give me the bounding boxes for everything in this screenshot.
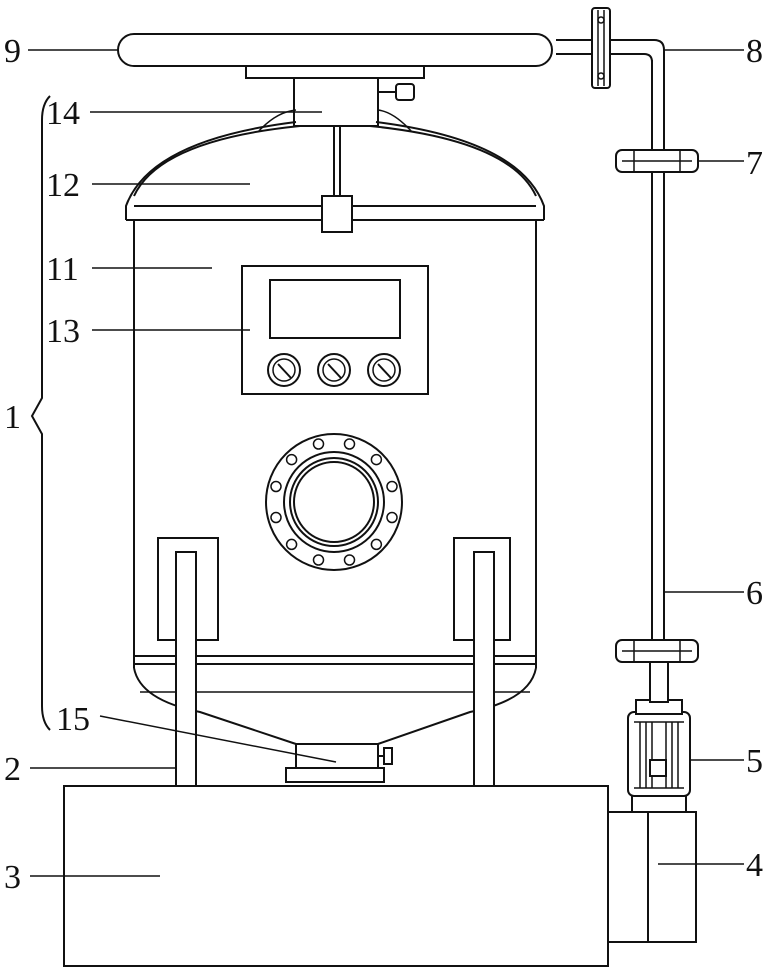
label-8: 8 [746,33,763,70]
label-9: 9 [4,33,21,70]
label-5: 5 [746,743,763,780]
top-support [246,66,424,126]
label-12: 12 [46,167,80,204]
label-2: 2 [4,751,21,788]
tank-top-dome [126,110,544,232]
manhole [266,434,402,570]
label-7: 7 [746,145,763,182]
gauge-1 [268,354,300,386]
label-6: 6 [746,575,763,612]
label-1: 1 [4,399,21,436]
gauge-2 [318,354,350,386]
lower-flange [616,640,698,662]
label-13: 13 [46,313,80,350]
gauge-3 [368,354,400,386]
label-14: 14 [46,95,80,132]
label-4: 4 [746,847,763,884]
top-elbow-pipe [556,8,664,88]
motor [628,662,690,812]
left-leg [158,538,218,786]
label-11: 11 [46,251,79,288]
bottom-outlet [286,744,392,782]
control-panel [242,266,428,394]
header-pipe [118,34,552,66]
label-3: 3 [4,859,21,896]
label-15: 15 [56,701,90,738]
gearbox [608,812,696,942]
right-leg [454,538,510,786]
upper-flange [616,150,698,172]
vertical-pipe [652,60,664,648]
